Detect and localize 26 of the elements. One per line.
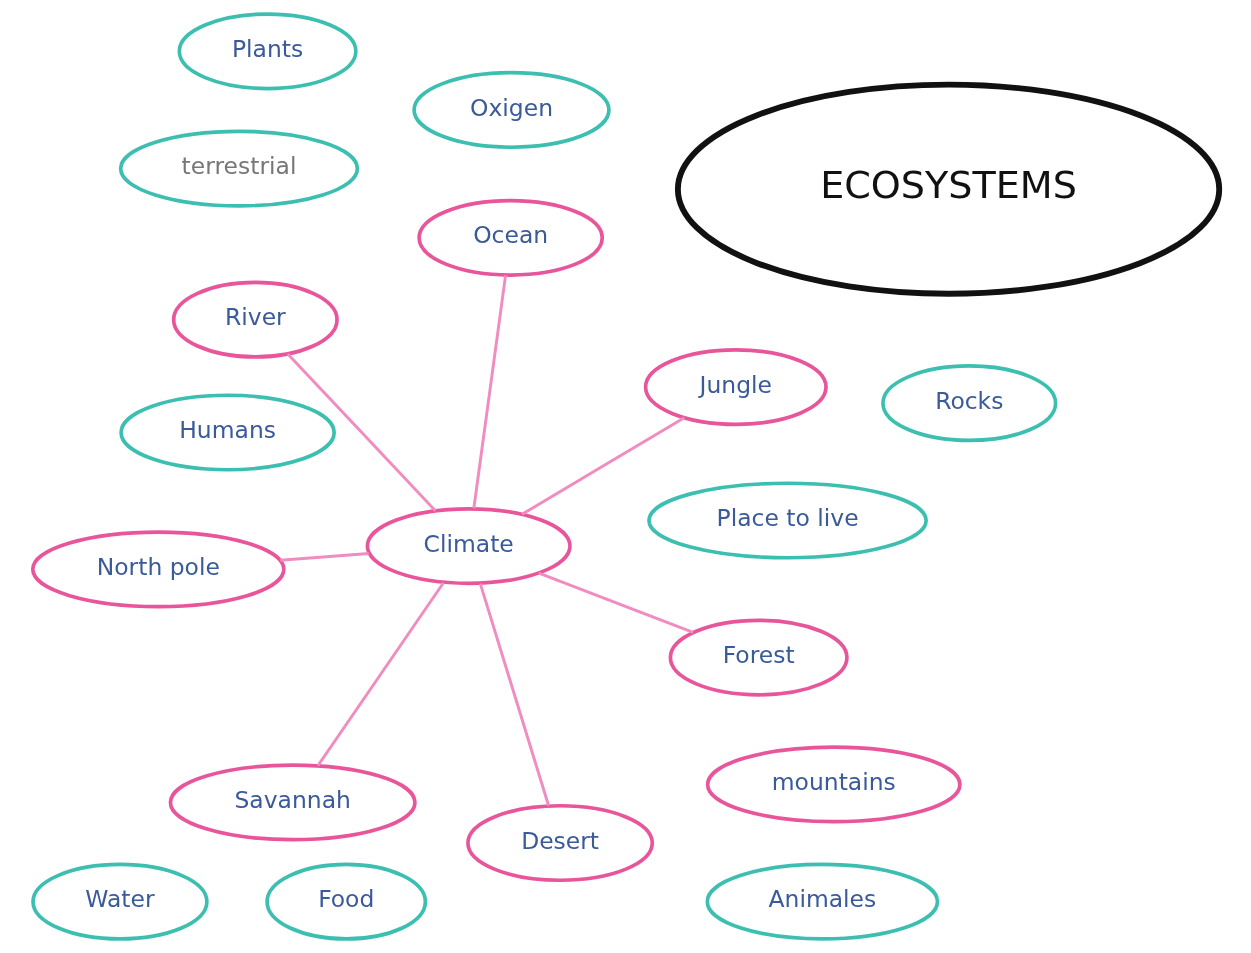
node-ellipse: Humans	[118, 393, 336, 472]
node-ellipse: Place to live	[646, 481, 928, 560]
node-ellipse: Animales	[704, 862, 939, 941]
node-ellipse: North pole	[30, 530, 286, 609]
node-ellipse: Oxigen	[411, 70, 611, 150]
connector	[316, 581, 445, 767]
node-ellipse: Plants	[177, 12, 358, 91]
node-ellipse: Ocean	[416, 198, 604, 277]
node-ellipse: Desert	[465, 803, 654, 883]
connector	[478, 583, 550, 807]
connector	[286, 353, 436, 512]
connector	[279, 552, 369, 562]
connector	[520, 416, 685, 516]
node-ellipse: Climate	[365, 506, 572, 586]
connector	[471, 275, 507, 509]
node-ellipse: Rocks	[880, 364, 1057, 443]
connector	[537, 571, 694, 634]
node-ellipse: Food	[264, 862, 427, 941]
node-ellipse: terrestrial	[118, 129, 359, 208]
node-ellipse: River	[171, 280, 339, 359]
node-ellipse: ECOSYSTEMS	[674, 81, 1222, 297]
node-ellipse: Water	[30, 862, 209, 941]
node-ellipse: Forest	[668, 618, 849, 697]
node-ellipse: mountains	[705, 745, 962, 824]
node-ellipse: Savannah	[168, 763, 417, 842]
node-ellipse: Jungle	[643, 348, 828, 427]
